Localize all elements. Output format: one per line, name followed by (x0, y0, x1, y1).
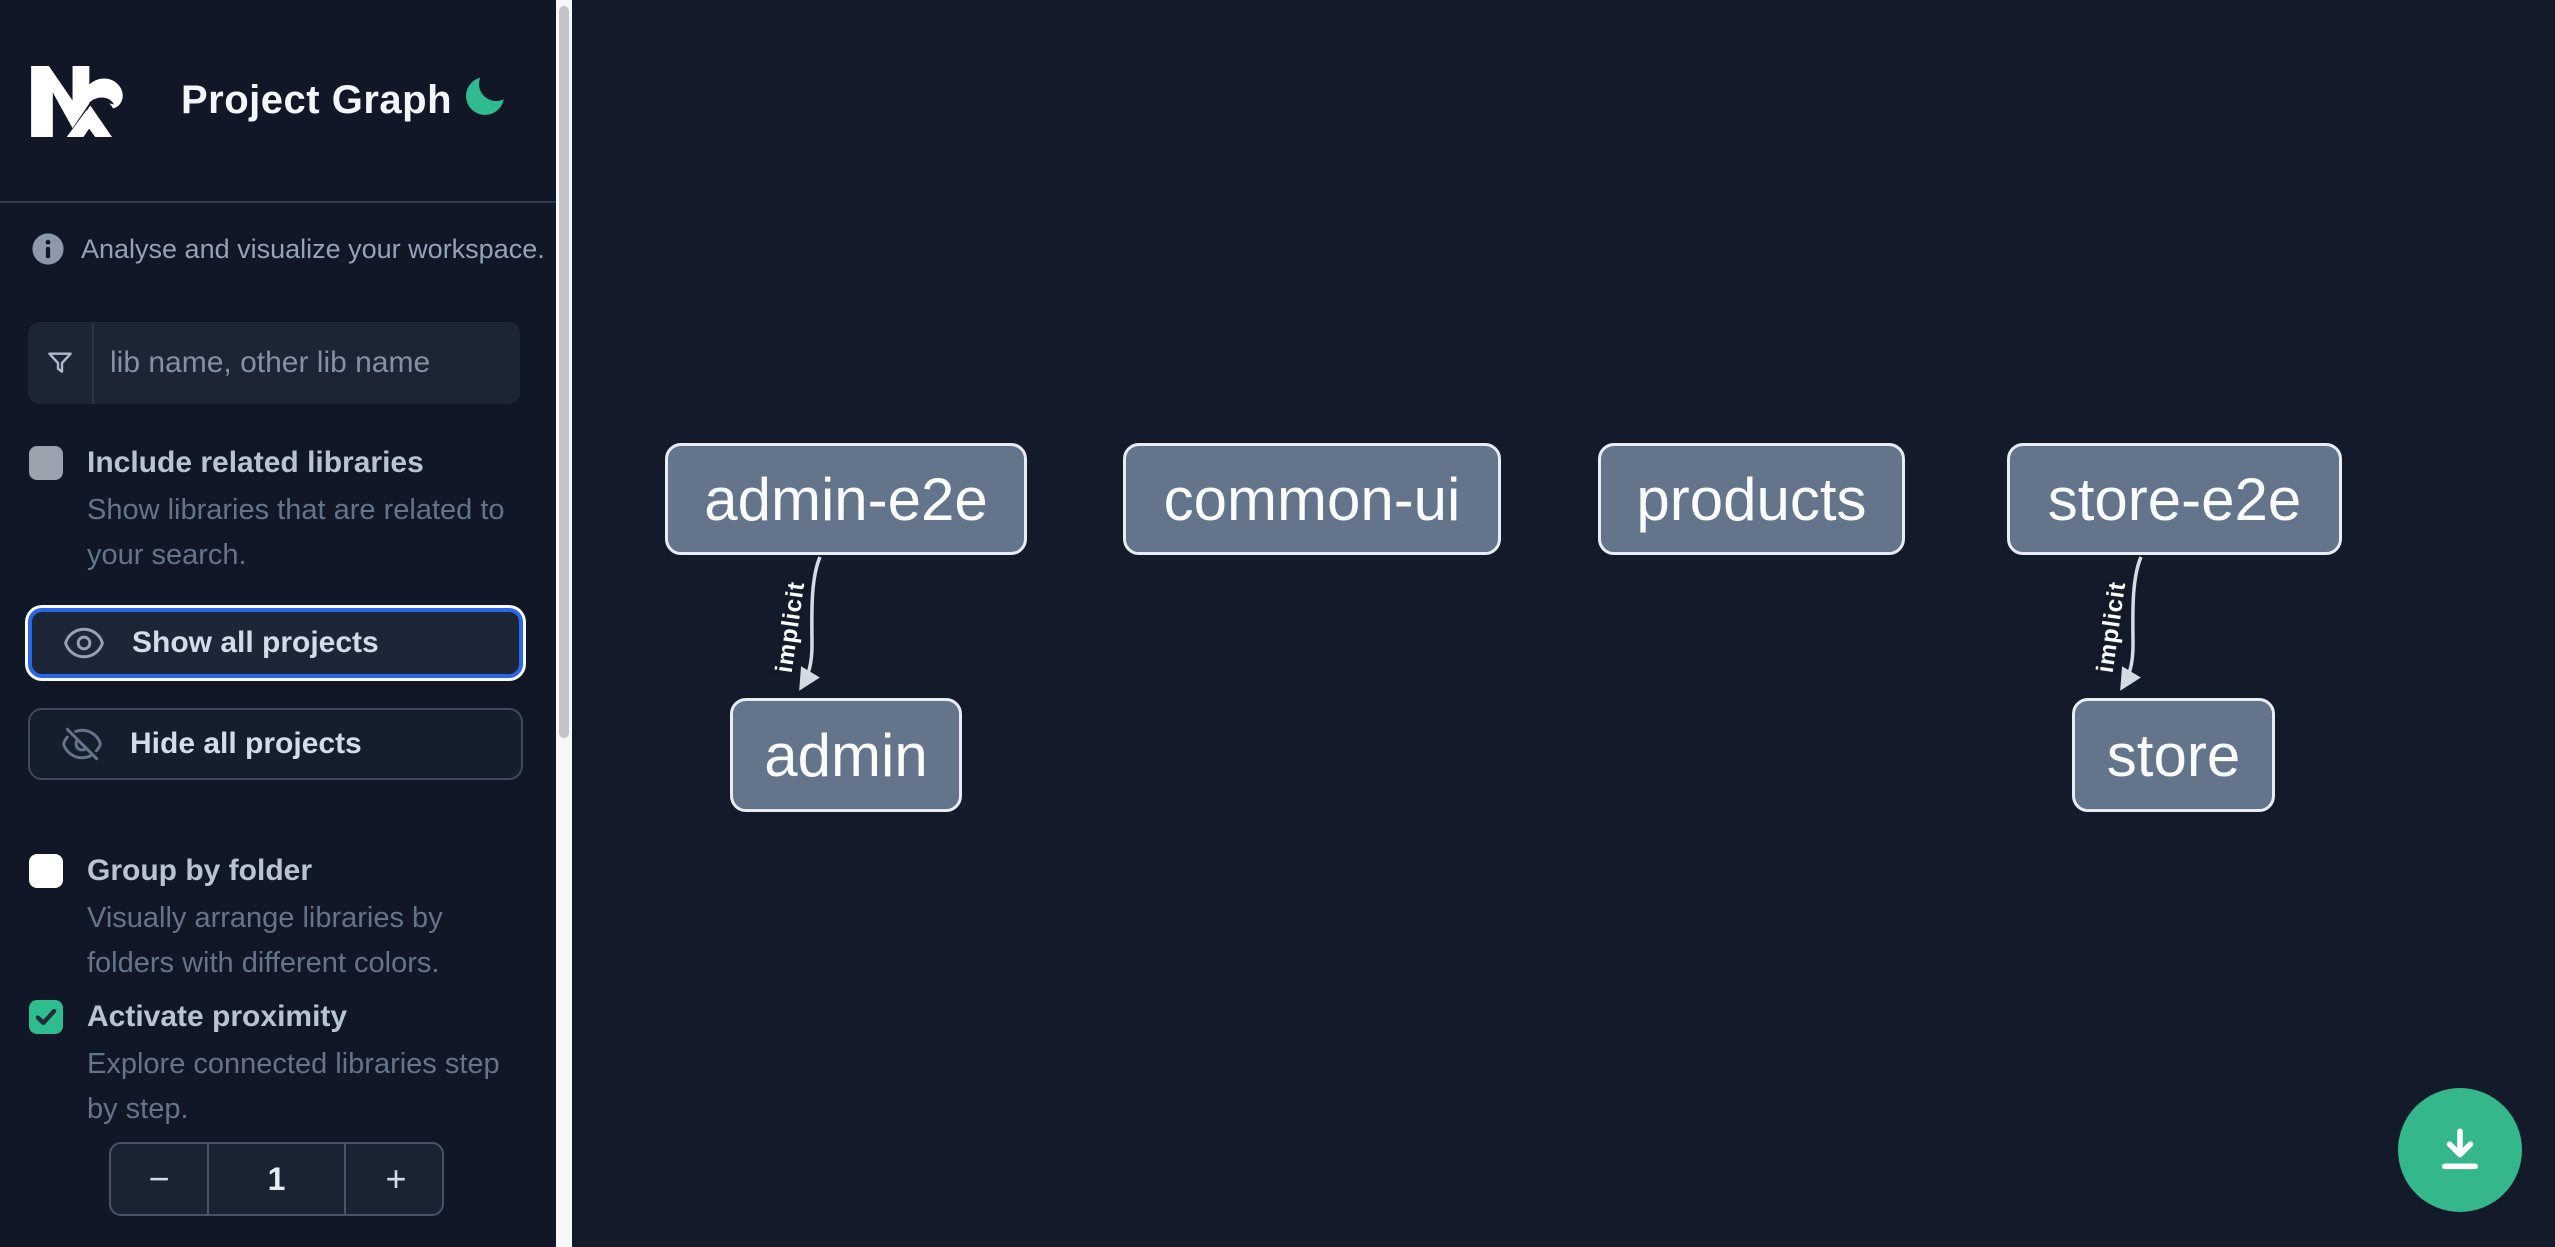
group-by-folder-label[interactable]: Group by folder (87, 854, 312, 887)
graph-node-common-ui[interactable]: common-ui (1123, 443, 1501, 555)
group-by-folder-checkbox[interactable] (29, 854, 63, 888)
include-related-row: Include related libraries Show libraries… (29, 444, 512, 578)
include-related-label[interactable]: Include related libraries (87, 446, 424, 479)
theme-toggle-button[interactable] (462, 70, 512, 120)
graph-node-store-e2e[interactable]: store-e2e (2007, 443, 2342, 555)
tagline-text: Analyse and visualize your workspace. (81, 233, 545, 264)
sidebar-scrollbar-thumb[interactable] (559, 6, 569, 738)
show-all-projects-label: Show all projects (132, 626, 379, 659)
filter-icon (48, 352, 72, 373)
tagline-row: Analyse and visualize your workspace. (31, 232, 545, 266)
hide-all-projects-label: Hide all projects (130, 727, 362, 760)
info-icon (32, 233, 64, 265)
activate-proximity-label[interactable]: Activate proximity (87, 1000, 348, 1033)
edge-store-e2e-to-store (2120, 556, 2143, 691)
edge-admin-e2e-to-admin (799, 556, 822, 691)
include-related-description: Show libraries that are related to your … (87, 494, 505, 571)
check-icon (35, 1008, 57, 1026)
hide-all-projects-button[interactable]: Hide all projects (28, 708, 523, 780)
page-title: Project Graph (181, 78, 453, 122)
include-related-checkbox[interactable] (29, 446, 63, 480)
proximity-increment-button[interactable]: + (346, 1144, 442, 1214)
sidebar: Project Graph Analyse and visualize your… (0, 0, 572, 1247)
search-box (28, 322, 520, 404)
eye-icon (64, 627, 104, 659)
group-by-folder-description: Visually arrange libraries by folders wi… (87, 902, 443, 979)
group-by-folder-row: Group by folder Visually arrange librari… (29, 852, 512, 986)
graph-edges (799, 556, 2143, 691)
sidebar-header: Project Graph (0, 0, 556, 203)
activate-proximity-row: Activate proximity Explore connected lib… (29, 998, 512, 1132)
proximity-decrement-button[interactable]: − (111, 1144, 207, 1214)
moon-icon (466, 77, 504, 115)
sidebar-scrollbar[interactable] (556, 0, 572, 1247)
graph-node-admin-e2e[interactable]: admin-e2e (665, 443, 1027, 555)
graph-node-products[interactable]: products (1598, 443, 1905, 555)
eye-off-icon (62, 727, 102, 761)
show-all-projects-button[interactable]: Show all projects (28, 608, 523, 678)
proximity-value: 1 (207, 1144, 346, 1214)
proximity-stepper: − 1 + (109, 1142, 444, 1216)
graph-node-store[interactable]: store (2072, 698, 2275, 812)
graph-canvas[interactable]: admin-e2e common-ui products store-e2e a… (572, 0, 2555, 1247)
search-input[interactable] (94, 322, 520, 404)
download-icon (2442, 1128, 2478, 1170)
activate-proximity-description: Explore connected libraries step by step… (87, 1048, 500, 1125)
download-graph-button[interactable] (2398, 1088, 2522, 1212)
filter-icon-cell (28, 322, 94, 404)
graph-node-admin[interactable]: admin (730, 698, 962, 812)
activate-proximity-checkbox[interactable] (29, 1000, 63, 1034)
nx-logo-icon (31, 65, 123, 138)
